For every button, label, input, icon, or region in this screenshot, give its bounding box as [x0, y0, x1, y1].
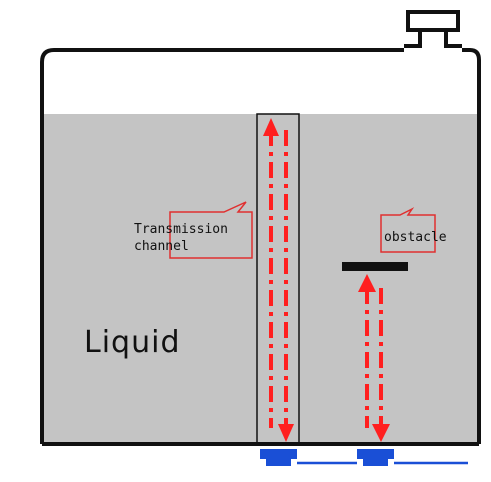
obstacle-arrow-down: [372, 424, 390, 442]
sensor-icon: [357, 449, 394, 466]
vent-icon: [404, 10, 462, 48]
liquid-area: [42, 114, 479, 444]
liquid-label: Liquid: [84, 325, 180, 360]
tank-outline: [40, 48, 481, 444]
obstacle-callout: obstacle: [380, 207, 447, 253]
channel-signal-arrows: [263, 118, 294, 442]
transmission-label-line1: Transmission: [134, 222, 228, 237]
obstacle-label: obstacle: [384, 230, 447, 245]
obstacle-bar: [342, 262, 408, 271]
obstacle-arrow-up: [358, 274, 376, 292]
transmission-callout: Transmission channel: [134, 201, 253, 259]
sensor-icon: [260, 449, 297, 466]
obstacle-signal-arrows: [358, 274, 390, 442]
transmission-label-line2: channel: [134, 239, 189, 254]
transmission-channel-tube: [256, 113, 300, 445]
channel-arrow-down: [278, 424, 294, 442]
channel-arrow-up: [263, 118, 279, 136]
